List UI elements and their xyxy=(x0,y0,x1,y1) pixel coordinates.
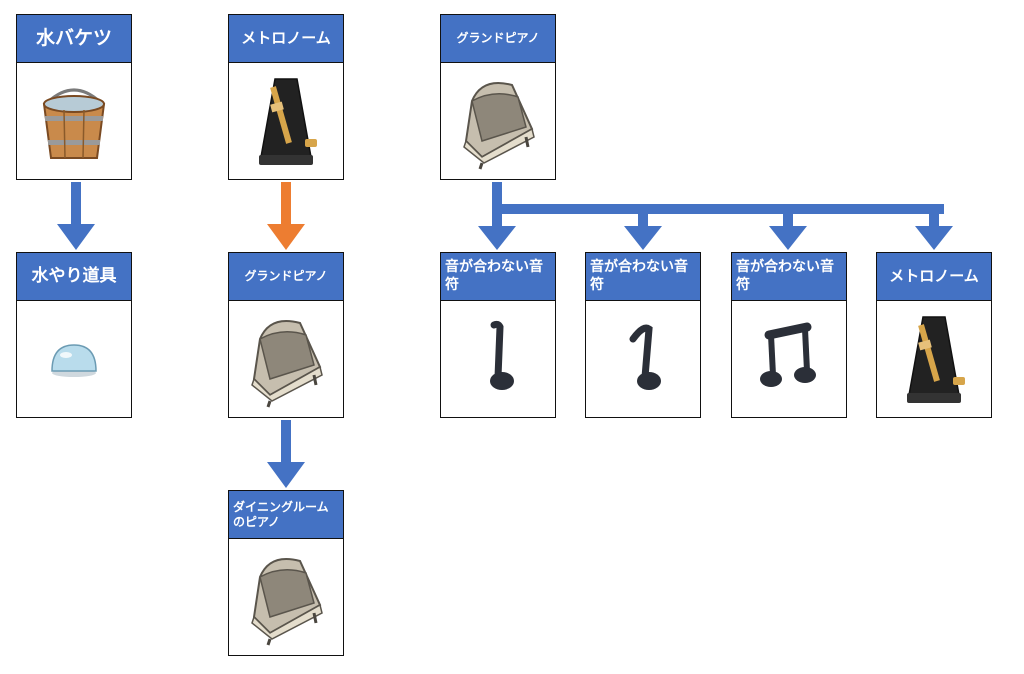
node-metronome: メトロノーム xyxy=(228,14,344,180)
grand-piano-icon xyxy=(229,301,343,417)
arrow-piano2-stem xyxy=(492,182,502,218)
music-note-icon xyxy=(441,301,555,417)
node-grand-piano-2: グランドピアノ xyxy=(440,14,556,180)
arrow-piano-to-dining xyxy=(281,420,291,464)
arrow-branch-note3 xyxy=(783,212,793,228)
metronome-icon xyxy=(877,301,991,417)
node-label: メトロノーム xyxy=(229,15,343,63)
metronome-icon xyxy=(229,63,343,179)
node-water-bucket: 水バケツ xyxy=(16,14,132,180)
water-drop-icon xyxy=(17,301,131,417)
node-label: 音が合わない音符 xyxy=(586,253,700,301)
arrow-branch-metro2 xyxy=(929,212,939,228)
node-dining-piano: ダイニングルームのピアノ xyxy=(228,490,344,656)
node-metronome-2: メトロノーム xyxy=(876,252,992,418)
node-label: ダイニングルームのピアノ xyxy=(229,491,343,539)
arrowhead-note1 xyxy=(478,226,516,250)
node-grand-piano: グランドピアノ xyxy=(228,252,344,418)
arrowhead-note2 xyxy=(624,226,662,250)
music-note-icon xyxy=(586,301,700,417)
arrow-branch-note1 xyxy=(492,212,502,228)
arrow-piano2-bus xyxy=(492,204,944,214)
node-off-key-note-3: 音が合わない音符 xyxy=(731,252,847,418)
node-label: グランドピアノ xyxy=(229,253,343,301)
node-label: 水やり道具 xyxy=(17,253,131,301)
node-label: 音が合わない音符 xyxy=(441,253,555,301)
node-label: 音が合わない音符 xyxy=(732,253,846,301)
grand-piano-icon xyxy=(229,539,343,655)
arrowhead-note3 xyxy=(769,226,807,250)
arrowhead-metro-to-piano xyxy=(267,224,305,250)
node-watering-tool: 水やり道具 xyxy=(16,252,132,418)
arrow-metro-to-piano xyxy=(281,182,291,226)
arrow-branch-note2 xyxy=(638,212,648,228)
arrowhead-bucket-to-watering xyxy=(57,224,95,250)
node-label: メトロノーム xyxy=(877,253,991,301)
arrowhead-metro2 xyxy=(915,226,953,250)
wooden-bucket-icon xyxy=(17,63,131,179)
beamed-notes-icon xyxy=(732,301,846,417)
arrow-bucket-to-watering xyxy=(71,182,81,226)
arrowhead-piano-to-dining xyxy=(267,462,305,488)
grand-piano-icon xyxy=(441,63,555,179)
node-label: グランドピアノ xyxy=(441,15,555,63)
node-label: 水バケツ xyxy=(17,15,131,63)
node-off-key-note-1: 音が合わない音符 xyxy=(440,252,556,418)
node-off-key-note-2: 音が合わない音符 xyxy=(585,252,701,418)
